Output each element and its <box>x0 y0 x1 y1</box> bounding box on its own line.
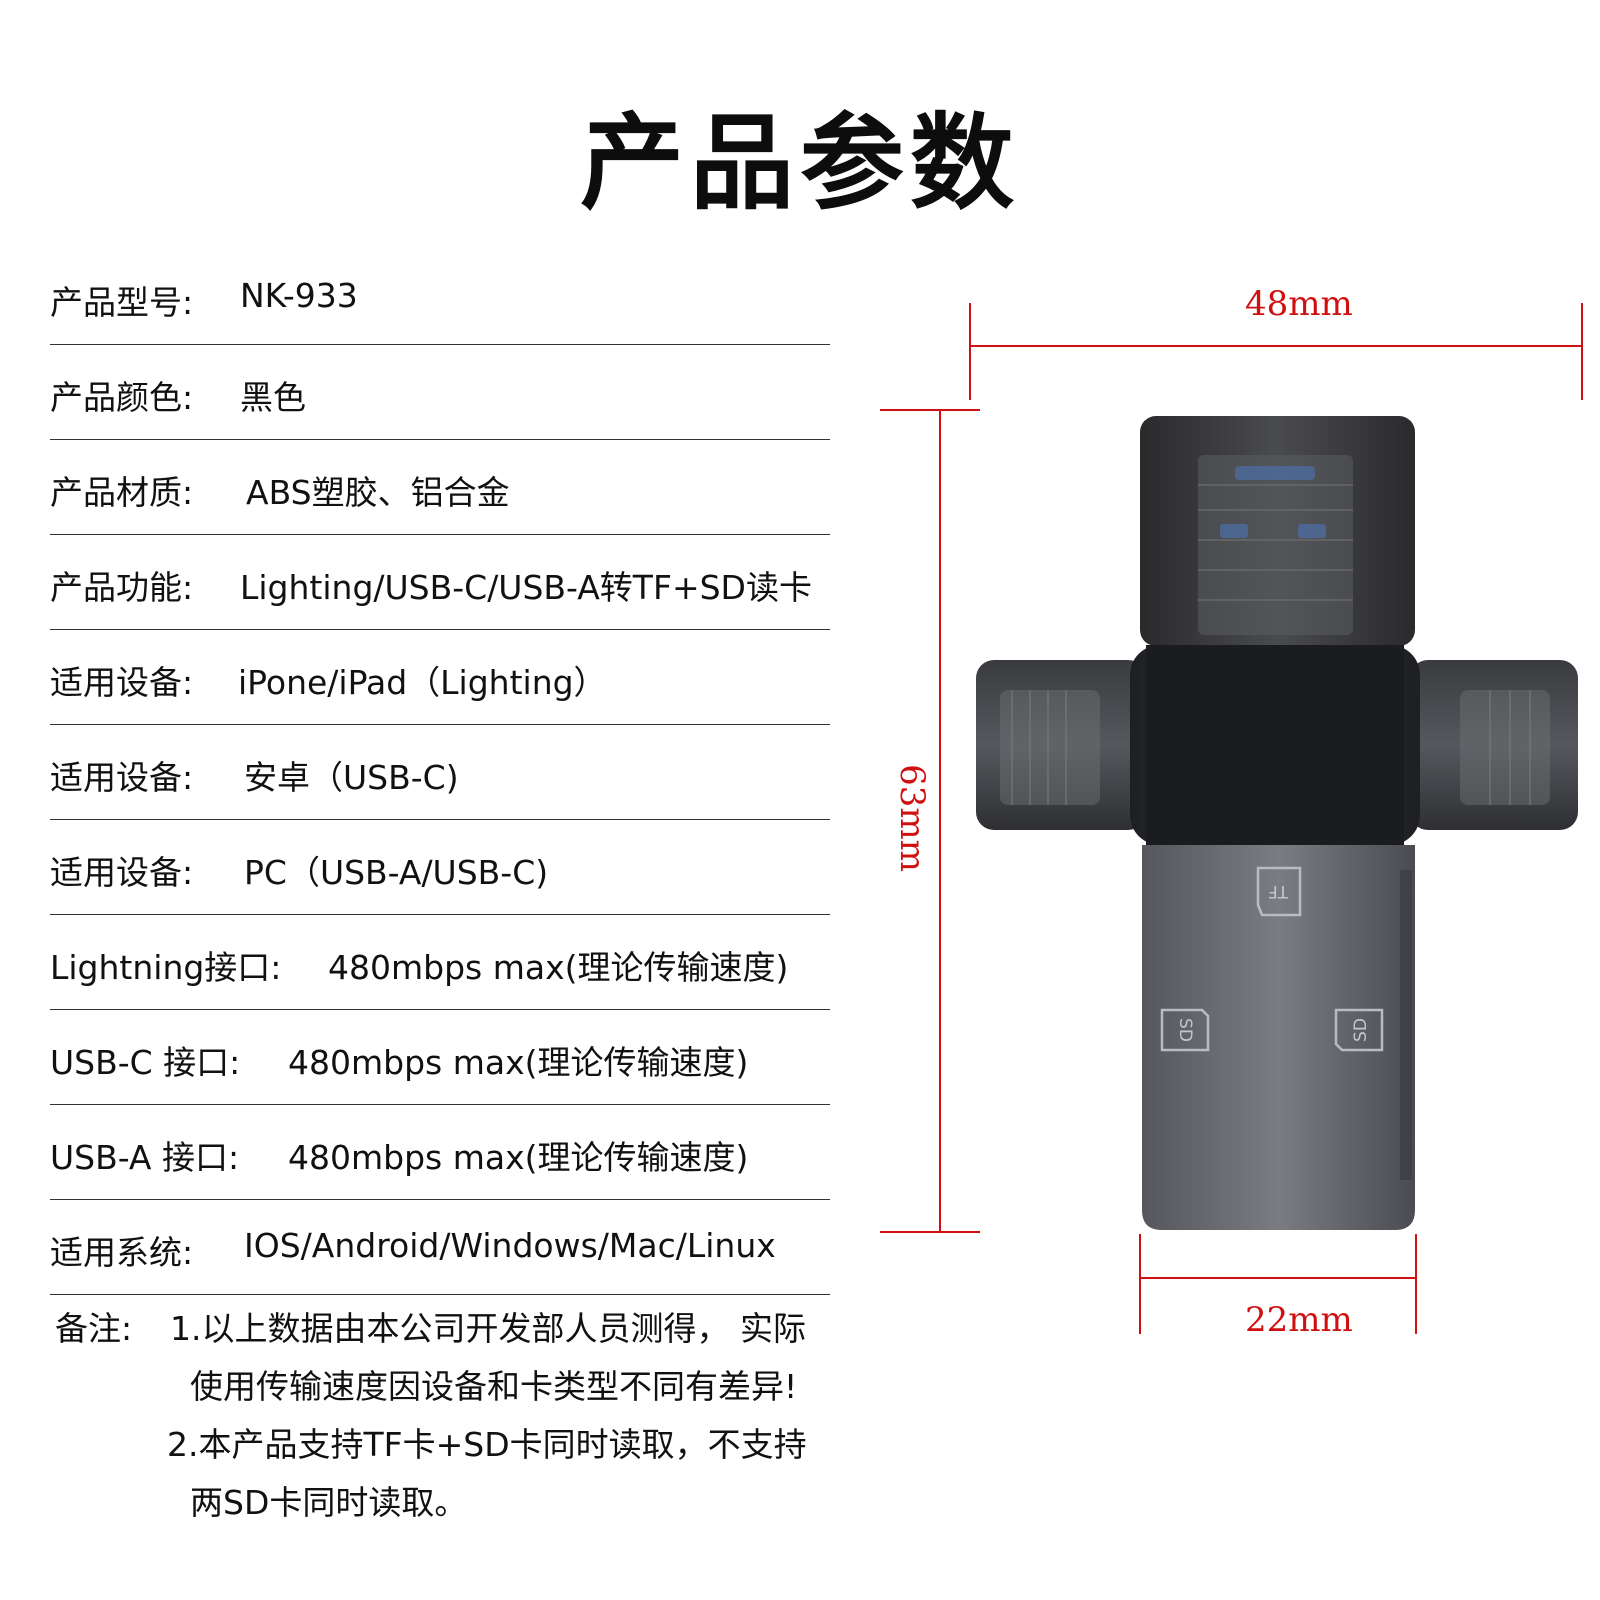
spec-row-material: 产品材质: ABS塑胶、铝合金 <box>50 440 830 535</box>
notes-line: 2.本产品支持TF卡+SD卡同时读取，不支持 <box>167 1425 807 1464</box>
spec-value: NK-933 <box>240 276 358 315</box>
usb-a-connector <box>1198 455 1353 635</box>
spec-label: 适用设备: <box>50 853 194 892</box>
spec-value: 安卓（USB-C) <box>244 758 459 797</box>
spec-value: 480mbps max(理论传输速度) <box>288 1043 749 1082</box>
spec-row-usba: USB-A 接口: 480mbps max(理论传输速度) <box>50 1105 830 1200</box>
card-reader-body <box>1142 845 1415 1230</box>
spec-value: PC（USB-A/USB-C) <box>244 853 549 892</box>
spec-row-device-android: 适用设备: 安卓（USB-C) <box>50 725 830 820</box>
spec-row-os: 适用系统: IOS/Android/Windows/Mac/Linux <box>50 1200 830 1295</box>
spec-label: 适用系统: <box>50 1233 194 1272</box>
spec-row-device-pc: 适用设备: PC（USB-A/USB-C) <box>50 820 830 915</box>
spec-value: ABS塑胶、铝合金 <box>246 473 510 512</box>
spec-label: 产品功能: <box>50 568 194 607</box>
tf-slot-icon <box>1256 866 1302 917</box>
spec-label: 适用设备: <box>50 758 194 797</box>
spec-label: USB-C 接口: <box>50 1043 241 1082</box>
spec-label: 产品材质: <box>50 473 194 512</box>
spec-label: 适用设备: <box>50 663 194 702</box>
notes-line: 1.以上数据由本公司开发部人员测得， 实际 <box>170 1309 806 1348</box>
sd-slot-label-right: SD <box>1351 1018 1371 1042</box>
notes-line: 使用传输速度因设备和卡类型不同有差异! <box>190 1367 798 1406</box>
spec-label: USB-A 接口: <box>50 1138 240 1177</box>
spec-value: 480mbps max(理论传输速度) <box>328 948 789 987</box>
spec-value: 480mbps max(理论传输速度) <box>288 1138 749 1177</box>
page-title: 产品参数 <box>579 102 1020 224</box>
spec-label: 产品颜色: <box>50 378 194 417</box>
spec-value: IOS/Android/Windows/Mac/Linux <box>244 1226 776 1265</box>
notes-line: 两SD卡同时读取。 <box>190 1483 468 1522</box>
spec-row-function: 产品功能: Lighting/USB-C/USB-A转TF+SD读卡 <box>50 535 830 630</box>
spec-value: Lighting/USB-C/USB-A转TF+SD读卡 <box>240 568 812 607</box>
spec-value: iPone/iPad（Lighting） <box>238 663 607 702</box>
sd-slot-icon-right <box>1334 1008 1384 1052</box>
spec-row-lightning: Lightning接口: 480mbps max(理论传输速度) <box>50 915 830 1010</box>
spec-label: 产品型号: <box>50 283 194 322</box>
spec-table: 产品型号: NK-933 产品颜色: 黑色 产品材质: ABS塑胶、铝合金 产品… <box>50 250 830 1295</box>
tf-slot-label: TF <box>1268 881 1289 901</box>
spec-row-usbc: USB-C 接口: 480mbps max(理论传输速度) <box>50 1010 830 1105</box>
spec-row-color: 产品颜色: 黑色 <box>50 345 830 440</box>
notes-label: 备注: <box>55 1309 133 1348</box>
spec-label: Lightning接口: <box>50 948 282 987</box>
depth-label: 22mm <box>1245 1300 1353 1340</box>
spec-row-model: 产品型号: NK-933 <box>50 250 830 345</box>
spec-value: 黑色 <box>240 378 306 417</box>
width-label: 48mm <box>1245 284 1353 324</box>
sd-slot-label-left: SD <box>1175 1018 1195 1042</box>
sd-slot-icon-left <box>1160 1008 1210 1052</box>
spec-row-device-iphone: 适用设备: iPone/iPad（Lighting） <box>50 630 830 725</box>
